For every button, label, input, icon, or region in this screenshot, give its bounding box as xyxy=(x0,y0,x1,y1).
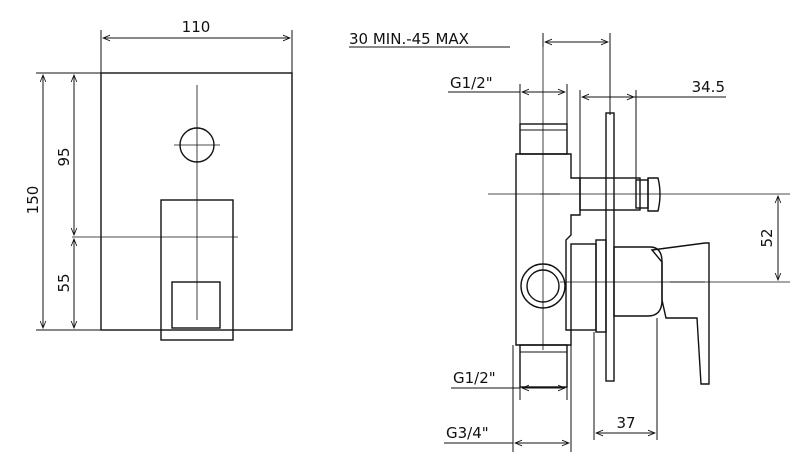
bottom-outlet-pipe xyxy=(519,344,568,388)
front-view: 110 150 95 55 xyxy=(24,18,293,341)
cartridge-body xyxy=(570,243,597,331)
diverter-tip xyxy=(647,177,661,212)
lower-dimension: 55 xyxy=(55,273,73,292)
cartridge-flange xyxy=(595,239,607,333)
offset-dimension: 34.5 xyxy=(692,78,725,96)
side-view: 30 MIN.-45 MAX G1/2" 34.5 52 G1/2" G3/4" xyxy=(349,30,790,452)
handle-depth-dimension: 37 xyxy=(616,414,635,432)
side-outlet xyxy=(520,263,566,309)
top-inlet-thread-label: G1/2" xyxy=(450,74,493,92)
upper-dimension: 95 xyxy=(55,147,73,166)
width-dimension: 110 xyxy=(182,18,211,36)
top-inlet-pipe xyxy=(519,123,568,155)
cover-plate xyxy=(100,72,293,331)
handle-hub xyxy=(613,246,663,317)
mixer-lever xyxy=(171,281,221,329)
spout-height-dimension: 52 xyxy=(758,228,776,247)
body-outlet-thread-label: G3/4" xyxy=(446,424,489,442)
wall-plate xyxy=(605,112,615,382)
handle-lever xyxy=(650,242,710,385)
mixer-handle xyxy=(160,199,234,341)
height-dimension: 150 xyxy=(24,186,42,215)
bottom-outlet-thread-label: G1/2" xyxy=(453,369,496,387)
side-outlet-inner xyxy=(526,269,560,303)
depth-range-label: 30 MIN.-45 MAX xyxy=(349,30,469,48)
